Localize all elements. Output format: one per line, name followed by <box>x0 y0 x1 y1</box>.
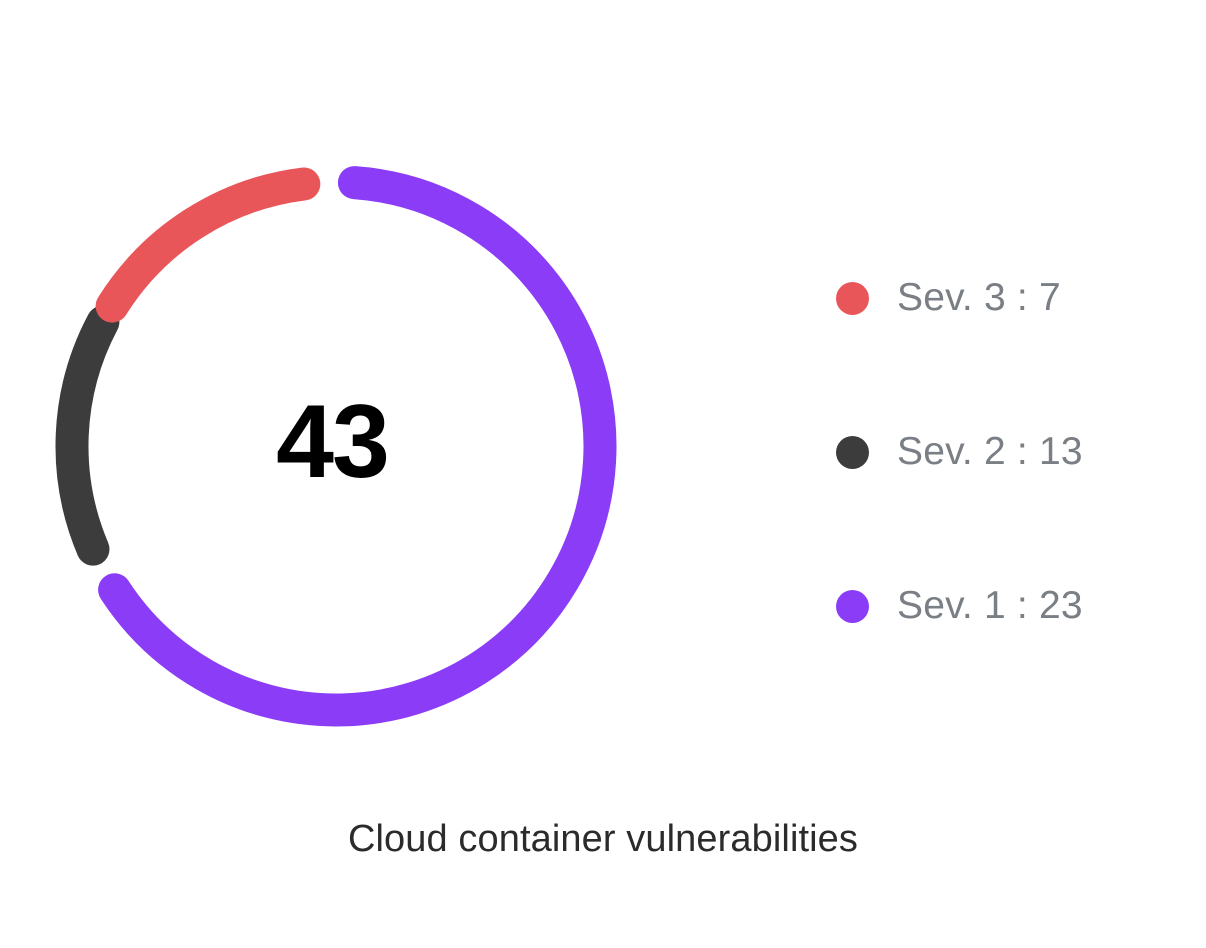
chart-legend: Sev. 3 : 7 Sev. 2 : 13 Sev. 1 : 23 <box>836 262 1166 642</box>
legend-label-sev-3: Sev. 3 : 7 <box>897 276 1061 319</box>
chart-title: Cloud container vulnerabilities <box>347 818 859 860</box>
legend-swatch-icon-sev-1 <box>836 589 869 623</box>
legend-label-sev-1: Sev. 1 : 23 <box>897 584 1083 627</box>
donut-chart-svg <box>55 166 617 727</box>
legend-swatch-icon-sev-2 <box>836 435 869 469</box>
donut-segment-sev-2[interactable] <box>55 305 120 566</box>
legend-label-sev-2: Sev. 2 : 13 <box>897 430 1083 473</box>
donut-arc-group <box>55 166 617 727</box>
legend-swatch-icon-sev-3 <box>836 281 869 315</box>
donut-segment-sev-1[interactable] <box>98 166 617 727</box>
legend-item-sev-1[interactable]: Sev. 1 : 23 <box>836 570 1166 642</box>
donut-chart: 43 <box>0 0 700 800</box>
donut-segment-sev-3[interactable] <box>95 167 321 323</box>
legend-item-sev-3[interactable]: Sev. 3 : 7 <box>836 262 1166 334</box>
legend-item-sev-2[interactable]: Sev. 2 : 13 <box>836 416 1166 488</box>
